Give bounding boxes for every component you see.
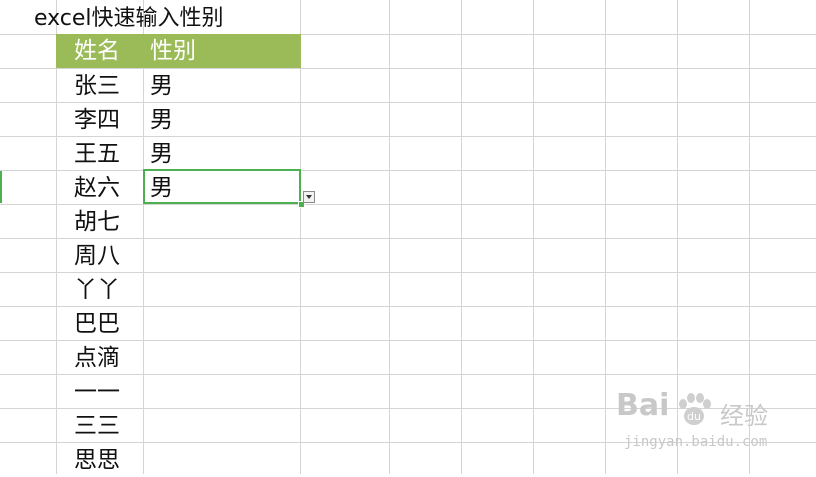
gridline: [0, 340, 816, 341]
data-validation-dropdown-button[interactable]: [303, 191, 315, 203]
gridline: [0, 238, 816, 239]
cell-gender[interactable]: 男: [150, 141, 173, 167]
cell-name[interactable]: 三三: [74, 413, 120, 439]
gridline: [143, 0, 144, 474]
gridline: [533, 0, 534, 474]
cell-name[interactable]: 点滴: [74, 345, 120, 371]
cell-name[interactable]: 王五: [74, 141, 120, 167]
cell-name[interactable]: 赵六: [74, 175, 120, 201]
cell-name[interactable]: 巴巴: [74, 311, 120, 337]
chevron-down-icon: [306, 195, 312, 199]
sheet-title[interactable]: excel快速输入性别: [34, 6, 224, 31]
header-gender[interactable]: 性别: [150, 38, 196, 64]
cell-name[interactable]: 胡七: [74, 209, 120, 235]
baidu-jingyan-watermark: Bai du 经验 jingyan.baidu.com: [616, 388, 816, 474]
cell-name[interactable]: 思思: [74, 447, 120, 473]
gridline: [0, 204, 816, 205]
gridline: [749, 0, 750, 474]
cell-name[interactable]: 张三: [74, 73, 120, 99]
gridline: [0, 442, 816, 443]
cell-name[interactable]: 丫丫: [74, 277, 120, 303]
fill-handle[interactable]: [298, 201, 305, 208]
gridline: [0, 170, 816, 171]
cell-name[interactable]: 一一: [74, 379, 120, 405]
gridline: [461, 0, 462, 474]
cell-gender-active[interactable]: 男: [150, 175, 173, 201]
gridline: [56, 0, 57, 474]
svg-text:du: du: [687, 410, 701, 423]
gridline: [677, 0, 678, 474]
cell-gender[interactable]: 男: [150, 73, 173, 99]
watermark-logo-text: Bai: [616, 388, 670, 423]
active-row-indicator: [0, 171, 2, 203]
gridline: [0, 272, 816, 273]
active-cell-selection[interactable]: [143, 169, 301, 204]
watermark-logo-suffix: 经验: [720, 402, 768, 430]
gridline: [605, 0, 606, 474]
gridline: [0, 136, 816, 137]
gridline: [0, 68, 816, 69]
gridline: [0, 102, 816, 103]
gridline: [0, 306, 816, 307]
cell-gender[interactable]: 男: [150, 107, 173, 133]
cell-name[interactable]: 李四: [74, 107, 120, 133]
header-name[interactable]: 姓名: [74, 38, 120, 64]
gridline: [0, 408, 816, 409]
header-row: [56, 34, 301, 68]
gridline: [389, 0, 390, 474]
gridline: [0, 374, 816, 375]
gridline: [300, 0, 301, 474]
cell-name[interactable]: 周八: [74, 243, 120, 269]
gridline: [0, 34, 816, 35]
paw-icon: du: [679, 393, 711, 425]
